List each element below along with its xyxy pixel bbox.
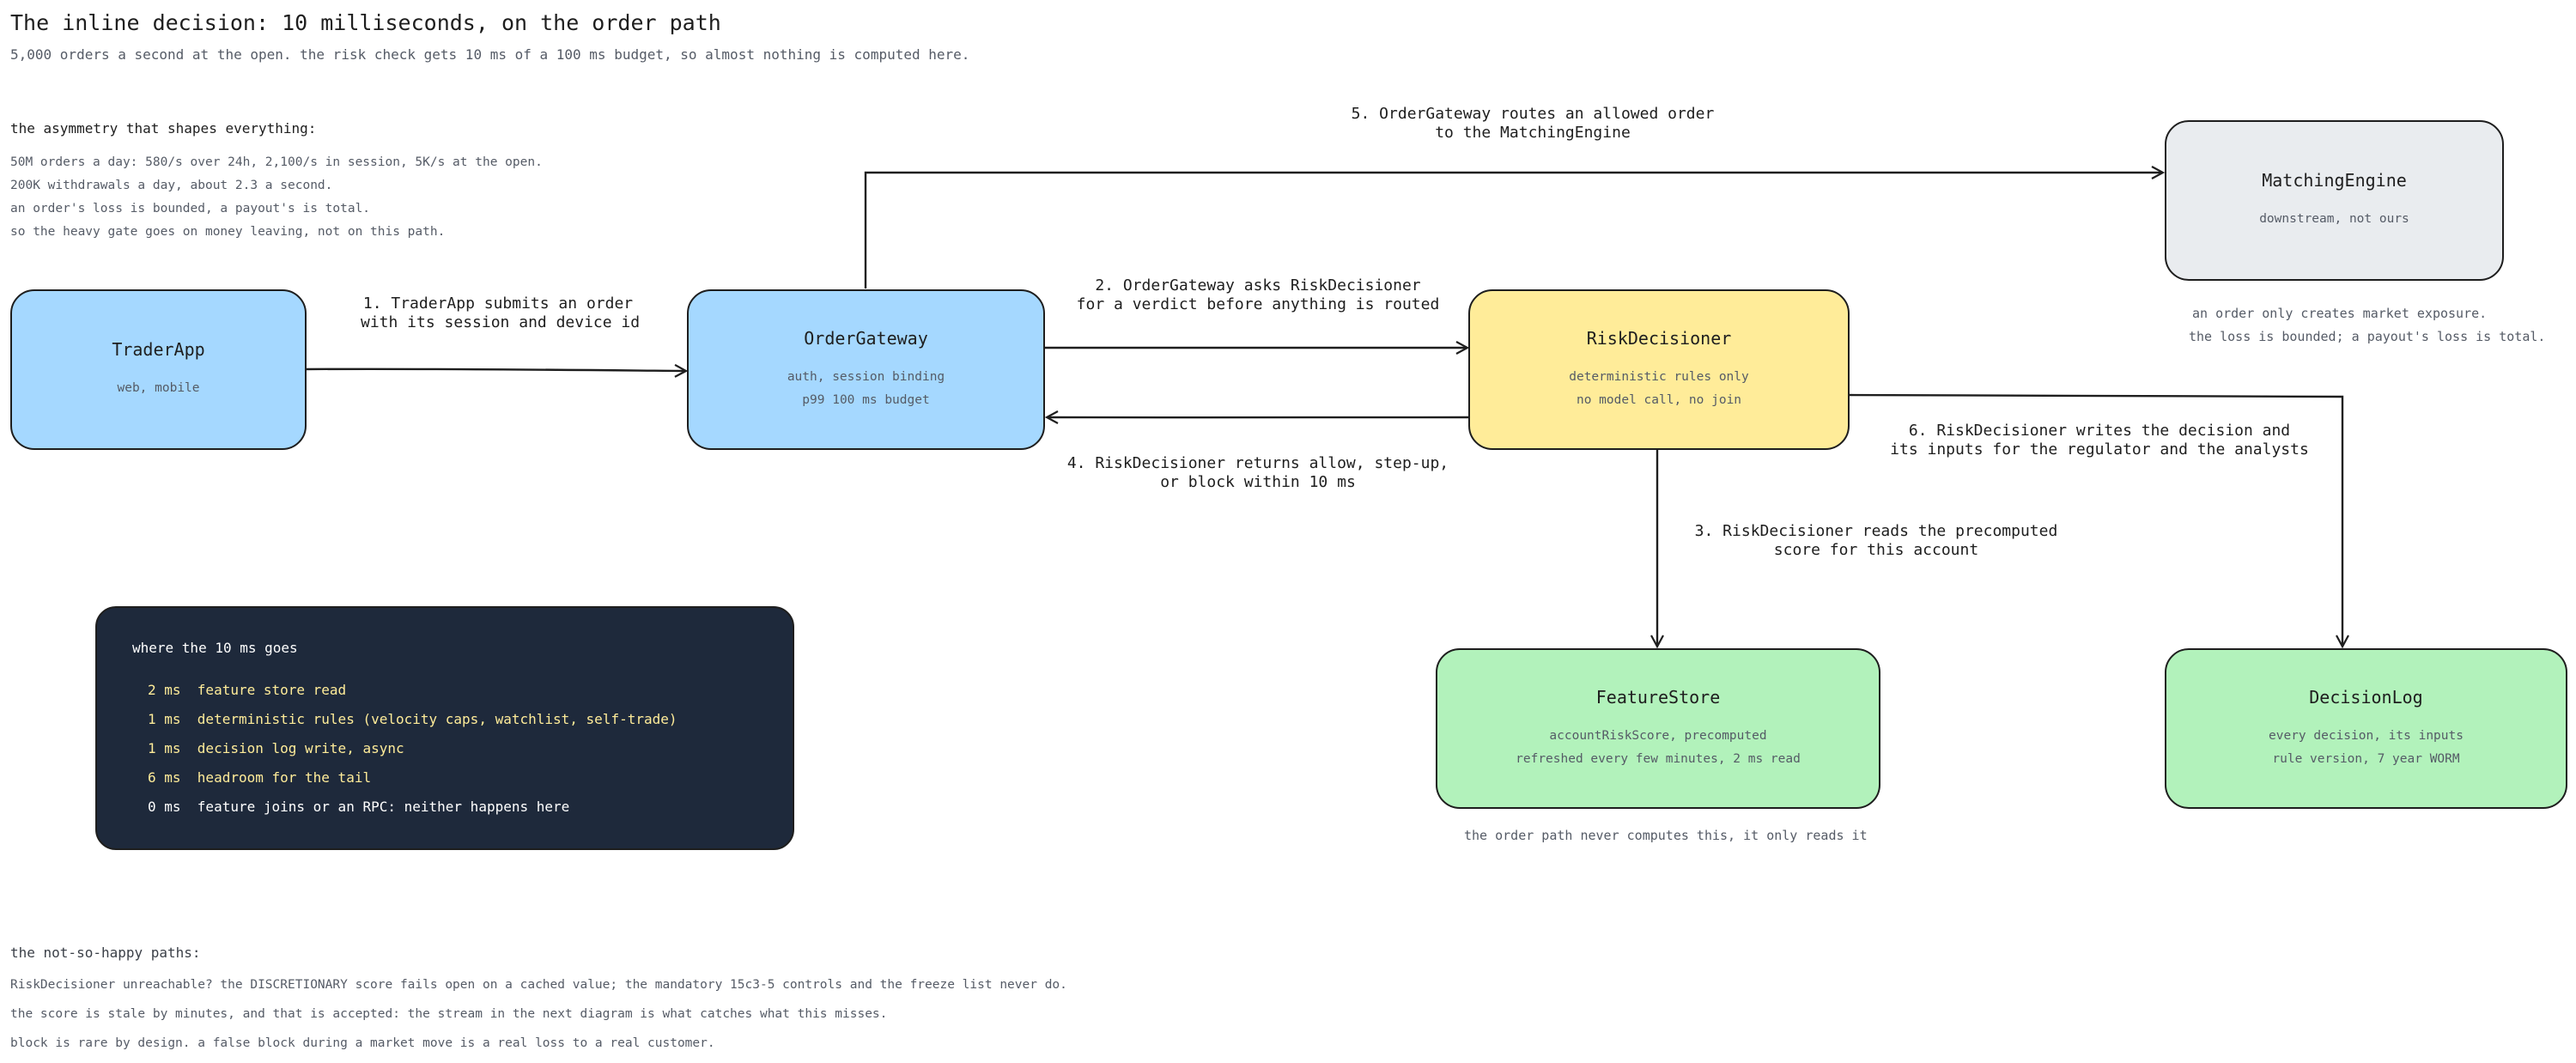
arrow-gateway-to-matching: [864, 173, 2162, 289]
unhappy-line: RiskDecisioner unreachable? the DISCRETI…: [10, 978, 1067, 992]
unhappy-line: block is rare by design. a false block d…: [10, 1036, 715, 1050]
matching-note-line: an order only creates market exposure.: [2192, 306, 2488, 321]
budget-row-text: headroom for the tail: [197, 769, 372, 786]
node-title: RiskDecisioner: [1586, 327, 1732, 349]
budget-row: 1 ms deterministic rules (velocity caps,…: [148, 711, 677, 727]
budget-row-text: feature store read: [197, 682, 347, 698]
edge-label-line: 5. OrderGateway routes an allowed order: [1351, 105, 1715, 123]
node-trader-app: TraderApp web, mobile: [10, 289, 307, 450]
edge-label-2: 2. OrderGateway asks RiskDecisioner for …: [1073, 276, 1443, 314]
budget-row-text: deterministic rules (velocity caps, watc…: [197, 711, 677, 727]
unhappy-line: the score is stale by minutes, and that …: [10, 1007, 888, 1021]
node-subtitle: accountRiskScore, precomputed: [1549, 728, 1767, 743]
edge-label-line: its inputs for the regulator and the ana…: [1890, 440, 2309, 459]
budget-row-ms: 6 ms: [148, 769, 181, 786]
edge-label-line: to the MatchingEngine: [1435, 124, 1631, 142]
edge-label-line: with its session and device id: [361, 313, 641, 331]
node-subtitle: web, mobile: [117, 381, 200, 395]
edge-label-line: 6. RiskDecisioner writes the decision an…: [1908, 422, 2291, 440]
node-subtitle: no model call, no join: [1576, 392, 1742, 407]
node-title: TraderApp: [112, 339, 205, 360]
node-title: MatchingEngine: [2262, 170, 2407, 191]
node-order-gateway: OrderGateway auth, session binding p99 1…: [687, 289, 1045, 450]
budget-row-ms: 1 ms: [148, 740, 181, 756]
arrow-risk-to-decisionlog: [1847, 393, 2342, 646]
edge-label-4: 4. RiskDecisioner returns allow, step-up…: [1065, 454, 1451, 492]
budget-panel: [95, 606, 794, 850]
edge-label-line: score for this account: [1773, 541, 1979, 559]
node-subtitle: p99 100 ms budget: [802, 392, 930, 407]
node-feature-store: FeatureStore accountRiskScore, precomput…: [1436, 648, 1880, 809]
node-decision-log: DecisionLog every decision, its inputs r…: [2165, 648, 2567, 809]
edge-label-1: 1. TraderApp submits an order with its s…: [361, 295, 641, 332]
node-title: FeatureStore: [1595, 686, 1721, 708]
node-risk-decisioner: RiskDecisioner deterministic rules only …: [1468, 289, 1850, 450]
edge-label-5: 5. OrderGateway routes an allowed order …: [1348, 105, 1717, 143]
node-subtitle: rule version, 7 year WORM: [2272, 751, 2460, 766]
node-subtitle: deterministic rules only: [1569, 369, 1749, 384]
budget-row-ms: 1 ms: [148, 711, 181, 727]
edge-label-line: for a verdict before anything is routed: [1076, 295, 1440, 313]
asymmetry-line: an order's loss is bounded, a payout's i…: [10, 202, 371, 216]
node-subtitle: refreshed every few minutes, 2 ms read: [1516, 751, 1801, 766]
node-subtitle: every decision, its inputs: [2269, 728, 2464, 743]
node-subtitle: auth, session binding: [787, 369, 945, 384]
edge-label-3: 3. RiskDecisioner reads the precomputed …: [1692, 522, 2061, 560]
budget-row-ms: 2 ms: [148, 682, 181, 698]
asymmetry-heading: the asymmetry that shapes everything:: [10, 120, 317, 137]
budget-panel-heading: where the 10 ms goes: [132, 640, 298, 656]
matching-note-line: the loss is bounded; a payout's loss is …: [2189, 329, 2546, 344]
node-title: DecisionLog: [2309, 686, 2423, 708]
edge-label-line: 3. RiskDecisioner reads the precomputed: [1694, 522, 2058, 540]
budget-row-text: decision log write, async: [197, 740, 404, 756]
page-subtitle: 5,000 orders a second at the open. the r…: [10, 46, 970, 63]
edge-label-6: 6. RiskDecisioner writes the decision an…: [1872, 422, 2327, 459]
page-title: The inline decision: 10 milliseconds, on…: [10, 10, 721, 35]
asymmetry-line: 200K withdrawals a day, about 2.3 a seco…: [10, 179, 333, 192]
edge-label-line: 4. RiskDecisioner returns allow, step-up…: [1066, 454, 1449, 472]
budget-row-ms: 0 ms: [148, 799, 181, 815]
budget-row: 1 ms decision log write, async: [148, 740, 404, 756]
node-title: OrderGateway: [804, 327, 928, 349]
budget-row: 0 ms feature joins or an RPC: neither ha…: [148, 799, 569, 815]
featurestore-note: the order path never computes this, it o…: [1464, 828, 1868, 843]
edge-label-line: 1. TraderApp submits an order: [362, 295, 634, 313]
budget-row: 2 ms feature store read: [148, 682, 346, 698]
asymmetry-line: 50M orders a day: 580/s over 24h, 2,100/…: [10, 155, 543, 169]
edge-label-line: 2. OrderGateway asks RiskDecisioner: [1095, 276, 1421, 295]
edge-label-line: or block within 10 ms: [1160, 473, 1356, 491]
node-subtitle: downstream, not ours: [2259, 212, 2409, 226]
asymmetry-line: so the heavy gate goes on money leaving,…: [10, 225, 446, 239]
budget-row-text: feature joins or an RPC: neither happens…: [197, 799, 570, 815]
arrow-trader-to-gateway: [305, 369, 685, 371]
node-matching-engine: MatchingEngine downstream, not ours: [2165, 120, 2504, 281]
budget-row: 6 ms headroom for the tail: [148, 769, 371, 786]
unhappy-heading: the not-so-happy paths:: [10, 945, 201, 961]
